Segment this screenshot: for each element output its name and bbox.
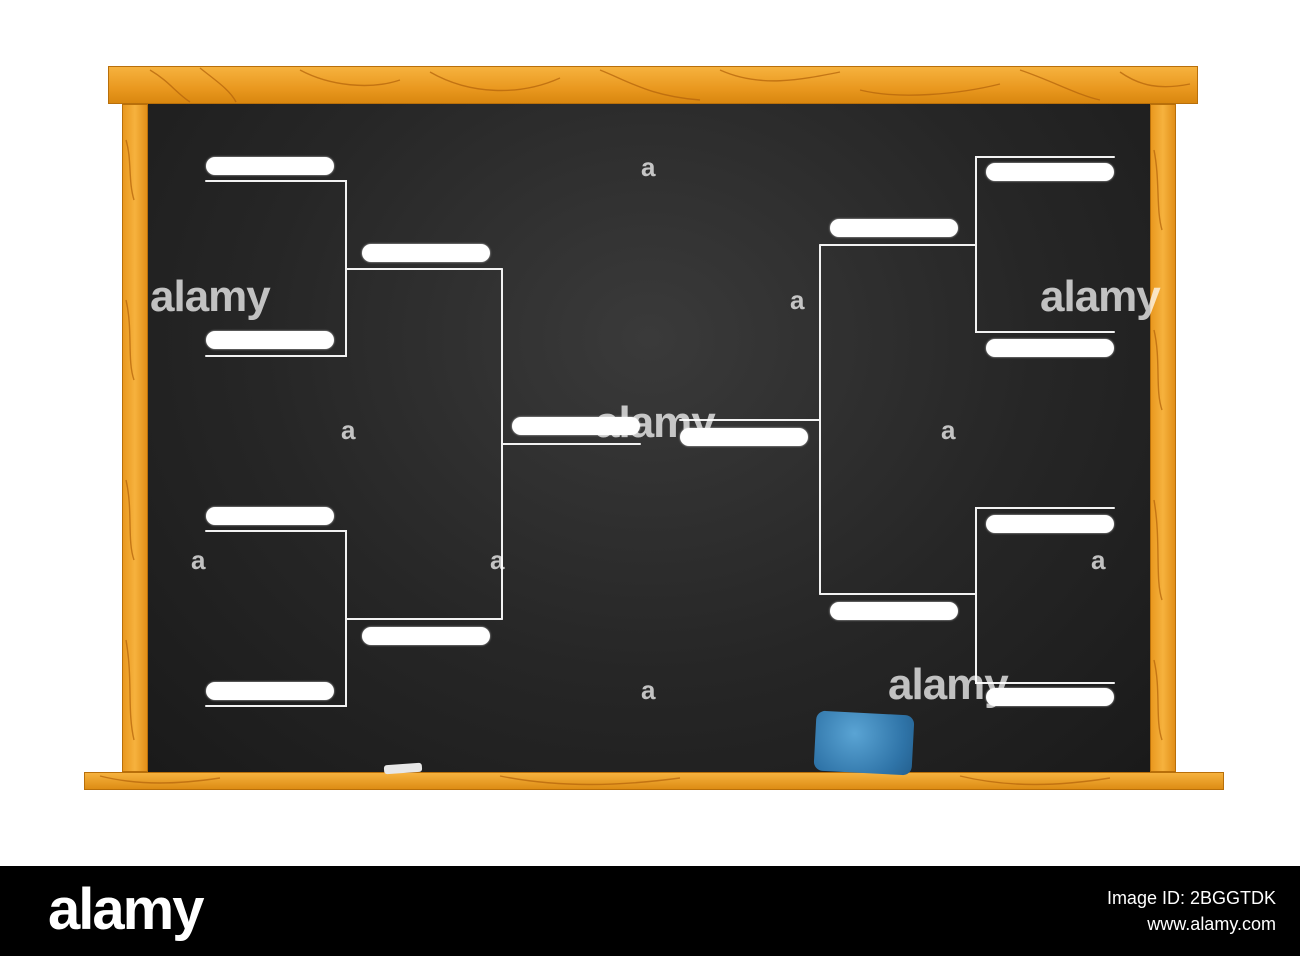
- footer-image-id: Image ID: 2BGGTDK: [1107, 888, 1276, 909]
- footer-brand: alamy: [48, 876, 202, 943]
- footer-url: www.alamy.com: [1147, 914, 1276, 935]
